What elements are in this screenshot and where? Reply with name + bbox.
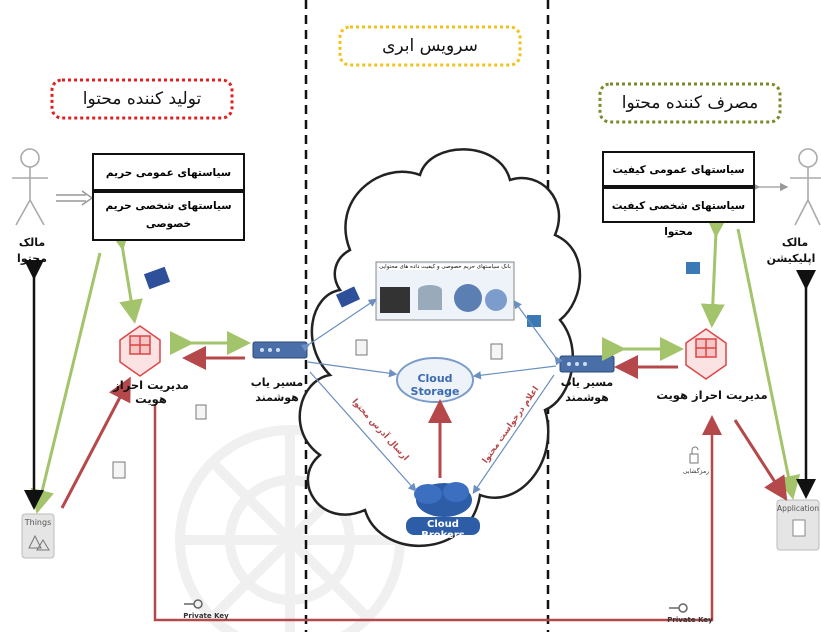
router-repo-arrow-right [513,300,563,366]
router-label-right-2: هوشمند [565,391,609,404]
identity-management-icon-right [685,328,727,380]
router-label-left-2: هوشمند [255,391,299,404]
privacy-policy-private: سیاستهای شخصی حریم خصوصی [92,191,245,241]
owner-to-policy-arrow [56,190,94,206]
quality-policy-public: سیاستهای عمومی کیفیت محتوا [602,151,755,202]
router-label-left-1: مسیر یاب [250,376,304,389]
private-key-label-left: Private Key [183,612,229,620]
policy-idm-arrow-left [107,225,143,324]
idm-label-left: مدیریت احراز هویت [113,378,189,406]
policy-application-arrow [736,228,801,500]
things-label: Things [24,518,52,527]
cloud-storage-label: Cloud Storage [410,372,460,398]
idm-application-red [733,419,788,502]
app-owner-icon [790,148,821,226]
app-owner-label-1: مالک [781,236,809,249]
decrypt-label: رمزگشایی [682,468,710,475]
privacy-policy-public: سیاستهای عمومی حریم خصوصی [92,153,245,207]
cloud-brokers-label: Cloud Brokers [421,519,465,541]
policy-repository-icon [375,261,515,321]
router-brokers-arrow-left [309,371,417,492]
producer-title-box [50,78,234,120]
router-storage-arrow-left [307,361,398,378]
cloud-title-box [338,25,522,67]
router-label-right-1: مسیر یاب [560,376,614,389]
application-icon [776,499,820,551]
things-idm-arrow [60,376,131,509]
app-owner-label-2: اپلیکیشن [766,252,816,265]
cloud-title: سرویس ابری [382,36,478,56]
consumer-title-box [598,82,782,124]
content-owner-label-1: مالک [18,236,46,249]
consumer-title: مصرف کننده محتوا [621,93,759,113]
cloud-shape [298,148,582,548]
decrypt-lock-icon [689,446,699,464]
private-key-path [153,405,722,622]
things-icon [21,513,55,559]
private-key-label-right: Private Key [667,616,713,624]
identity-management-icon-left [119,325,161,377]
router-storage-arrow-right [472,365,557,380]
idm-label-right: مدیریت احراز هویت [656,388,768,402]
producer-title: تولید کننده محتوا [82,89,202,109]
quality-policy-private: سیاستهای شخصی کیفیت محتوا [602,187,755,238]
router-brokers-arrow-right [472,374,555,494]
smart-router-icon-left [252,341,308,359]
key-icon [184,599,688,613]
policy-idm-arrow-right [700,213,729,328]
cloud-brokers-icon [406,482,480,535]
content-owner-icon [12,148,48,226]
smart-router-icon-right [559,355,615,373]
application-label: Application [777,504,819,513]
policy-things-arrow [30,252,102,514]
router-repo-arrow-left [300,298,377,352]
repo-banner: بانک سیاستهای حریم خصوصی و کیفیت داده ها… [378,264,512,270]
content-owner-label-2: محتوا [17,252,47,265]
